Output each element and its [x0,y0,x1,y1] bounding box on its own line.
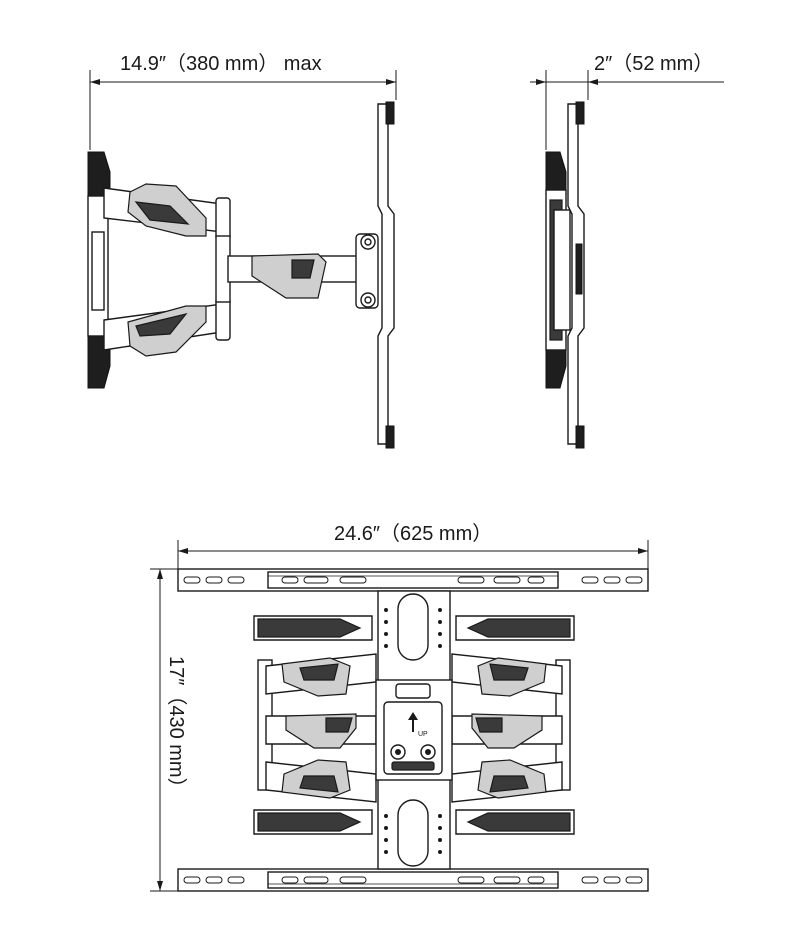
dimension-width: 24.6″（625 mm） [177,522,649,570]
right-swing-arms [451,653,571,803]
up-marking: UP [418,731,428,738]
left-swing-arms [257,653,377,803]
side-view-folded [545,101,585,449]
upper-arm [103,183,231,241]
middle-arm [215,235,369,303]
tv-rail [377,101,395,449]
lower-arm [103,297,231,357]
lower-arm-bars [253,809,575,835]
top-rail [177,568,649,592]
dimension-label-max-extension: 14.9″（380 mm） max [120,52,322,75]
wall-plate [87,151,111,389]
dimension-label-width: 24.6″（625 mm） [334,522,492,545]
front-view: UP [177,568,649,892]
dimension-folded-depth: 2″（52 mm） [530,52,724,150]
dimension-max-extension: 14.9″（380 mm） max [89,52,397,150]
dimension-height: 17″（430 mm） [150,568,188,892]
side-view-extended [87,101,395,449]
dimension-label-height: 17″（430 mm） [165,656,188,798]
dimension-label-folded-depth: 2″（52 mm） [594,52,713,75]
center-bracket: UP [375,679,453,781]
bottom-rail [177,868,649,892]
upper-arm-bars [253,615,575,641]
